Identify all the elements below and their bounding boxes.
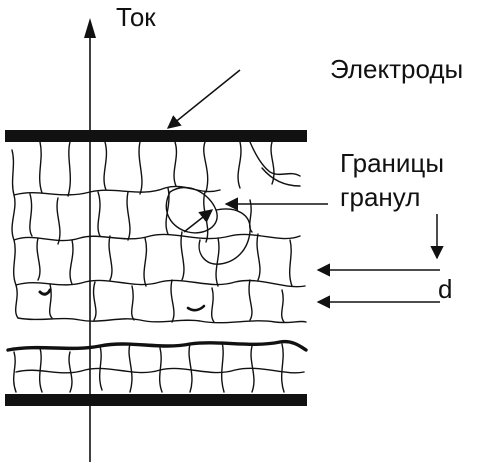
annotation-arrows [166,69,444,309]
grain-layer-lower [6,339,308,393]
grain-layer-upper [11,141,307,324]
grain-boundaries-label-line1: Границы [340,148,444,178]
electrodes-label: Электроды [330,54,464,84]
boundaries-pointer-secondary [183,209,214,233]
electrodes-pointer [166,69,241,129]
grain-boundaries-label-line2: гранул [340,182,421,212]
top-electrode [5,130,307,142]
current-axis-arrowhead [84,18,96,38]
d-label: d [438,274,453,304]
bottom-electrode [5,394,307,406]
current-label: Ток [116,2,156,32]
